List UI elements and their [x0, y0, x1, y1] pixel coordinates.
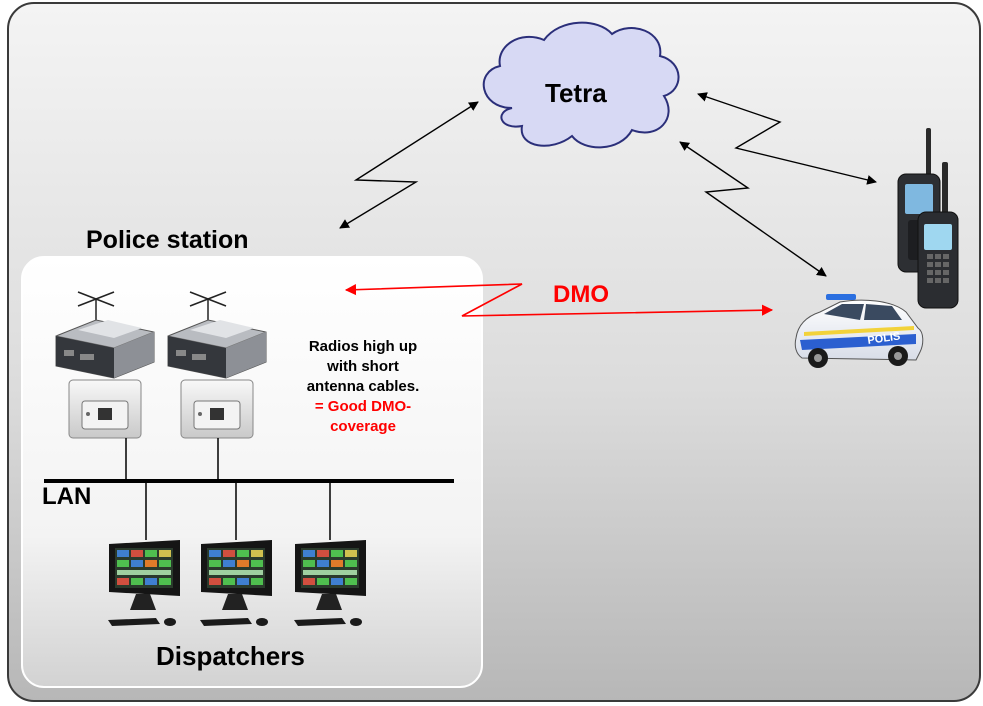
police-car: POLIS: [794, 294, 924, 368]
police-station-title: Police station: [86, 226, 249, 254]
lan-label: LAN: [42, 483, 92, 510]
note-highlight-line-1: = Good DMO-: [314, 398, 412, 415]
dmo-label: DMO: [553, 281, 609, 308]
link-station-tetra: [339, 101, 479, 229]
link-tetra-vehicle: [679, 141, 827, 277]
dmo-link: [344, 283, 774, 317]
note-highlight-line-2: coverage: [330, 418, 396, 435]
handheld-radio-2: [917, 162, 959, 309]
tetra-cloud: [482, 21, 680, 149]
note-line-3: antenna cables.: [306, 378, 420, 395]
car-door-text: POLIS: [867, 330, 901, 346]
tetra-label: Tetra: [545, 78, 607, 108]
note-line-2: with short: [327, 358, 399, 375]
note-line-1: Radios high up: [308, 338, 418, 355]
dispatchers-label: Dispatchers: [156, 641, 305, 671]
dmo-coverage-note: Radios high up with short antenna cables…: [288, 337, 438, 437]
